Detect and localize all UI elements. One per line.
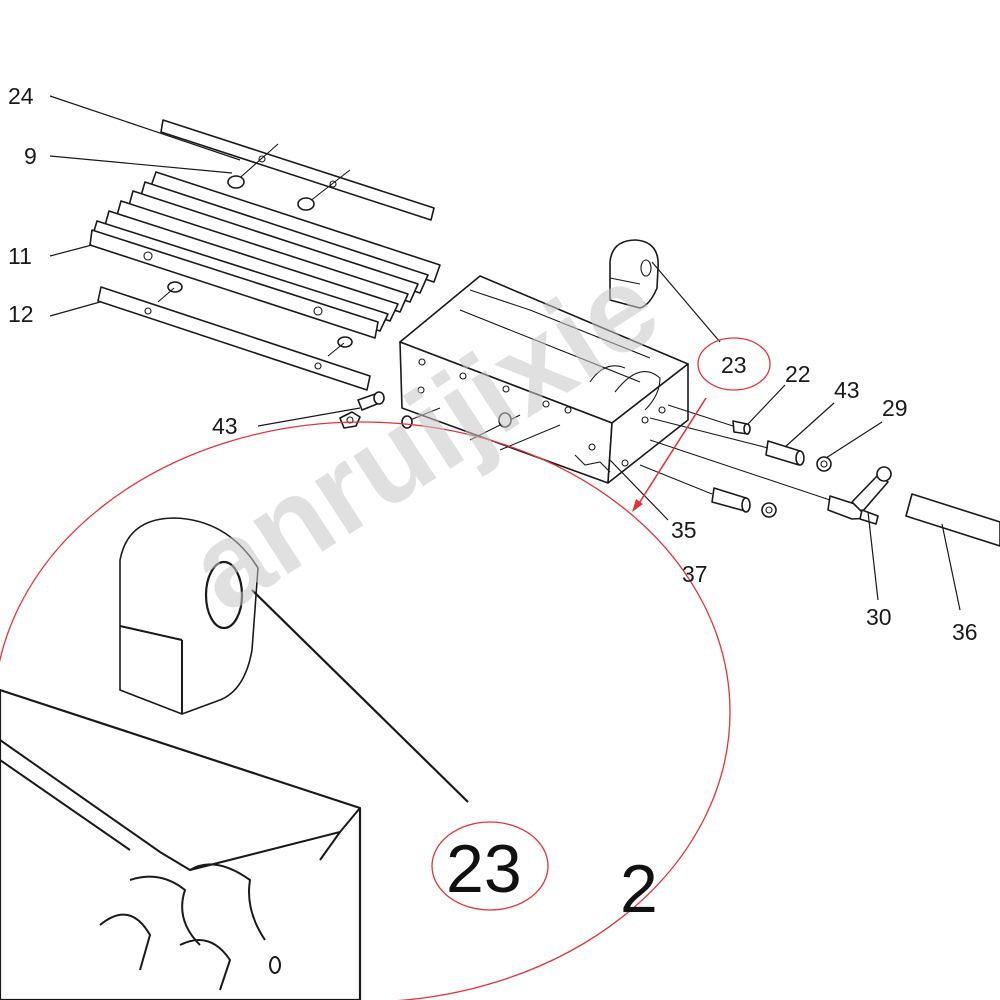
callout-12: 12 bbox=[8, 301, 34, 327]
part-43-pin-left bbox=[339, 391, 385, 429]
callout-43-left: 43 bbox=[212, 413, 238, 439]
part-24-strip bbox=[160, 119, 435, 221]
part-12-strip bbox=[97, 281, 371, 391]
zoom-callout-23: 23 bbox=[446, 831, 522, 907]
callout-24: 24 bbox=[8, 83, 34, 109]
zoom-callout-partial: 2 bbox=[620, 851, 658, 927]
callout-9: 9 bbox=[24, 143, 37, 169]
part-pin-lower bbox=[639, 464, 777, 518]
callout-23: 23 bbox=[721, 352, 747, 378]
part-29-nut bbox=[816, 456, 832, 472]
callout-22: 22 bbox=[785, 361, 811, 387]
callout-11: 11 bbox=[8, 243, 32, 269]
callout-35: 35 bbox=[671, 517, 697, 543]
part-30-handle bbox=[649, 439, 892, 525]
part-36-rail bbox=[905, 493, 1000, 547]
callout-30: 30 bbox=[866, 604, 892, 630]
highlight-callout-23 bbox=[632, 337, 771, 512]
part-23-bracket bbox=[609, 239, 659, 309]
callout-43-right: 43 bbox=[834, 377, 860, 403]
part-35-block bbox=[399, 275, 689, 484]
leader-lines bbox=[49, 95, 961, 611]
callout-37: 37 bbox=[682, 561, 708, 587]
part-22-pin bbox=[667, 404, 751, 435]
callout-36: 36 bbox=[952, 619, 978, 645]
zoom-detail-view bbox=[0, 421, 731, 1000]
part-11-bellows bbox=[89, 171, 441, 339]
callout-29: 29 bbox=[882, 395, 908, 421]
part-43-pin-right bbox=[649, 417, 805, 466]
part-9-screws bbox=[227, 143, 351, 211]
